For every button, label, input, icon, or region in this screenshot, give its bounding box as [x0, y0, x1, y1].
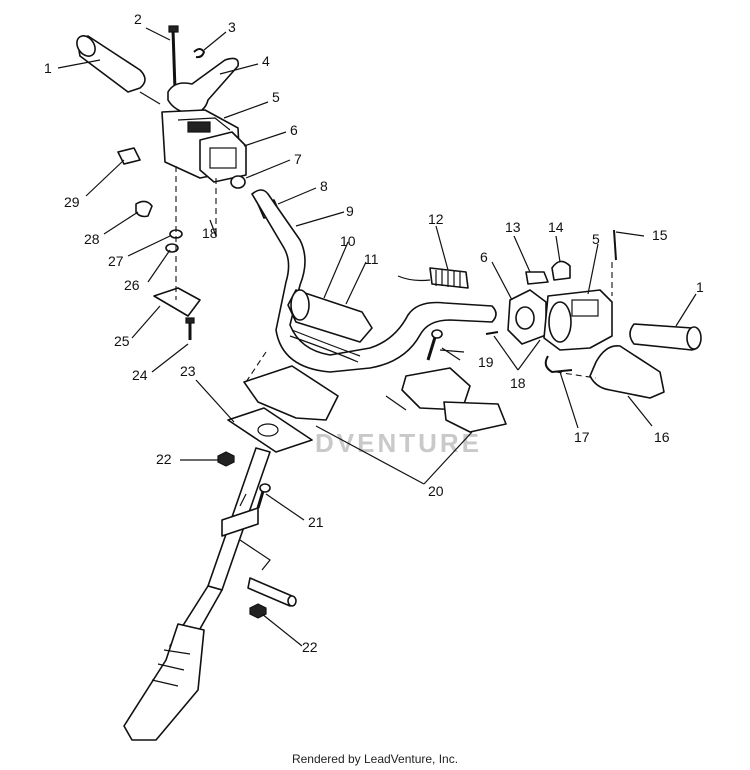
callout-25: 25: [114, 333, 130, 349]
callout-28: 28: [84, 231, 100, 247]
left-switch-6: [199, 131, 247, 183]
pad-10-11: [287, 289, 373, 363]
callout-13: 13: [505, 219, 521, 235]
bolt-2: [168, 25, 179, 91]
right-switch-6: [507, 289, 547, 345]
shaft-22: [247, 577, 297, 619]
steering-column: [123, 447, 271, 741]
right-grip: [629, 323, 702, 351]
callout-9: 9: [346, 203, 354, 219]
callout-15: 15: [652, 227, 668, 243]
callout-24: 24: [132, 367, 148, 383]
callout-21: 21: [308, 514, 324, 530]
callout-10: 10: [340, 233, 356, 249]
callout-8: 8: [320, 178, 328, 194]
callout-1-left: 1: [44, 60, 52, 76]
callout-6-right: 6: [480, 249, 488, 265]
callout-2: 2: [134, 11, 142, 27]
callout-14: 14: [548, 219, 564, 235]
footer-credit: Rendered by LeadVenture, Inc.: [291, 752, 459, 766]
callouts: 1 2 3 4 5 6 7 8 9 10 11 12 13 14 5 15 1 …: [44, 11, 704, 655]
callout-22-lower: 22: [302, 639, 318, 655]
left-small-parts: [117, 147, 201, 340]
handlebar-9: [251, 189, 497, 373]
callout-7: 7: [294, 151, 302, 167]
mount-plate-23: [227, 407, 313, 453]
pin-15: [613, 229, 617, 261]
lever-16: [589, 345, 665, 399]
callout-11: 11: [364, 251, 379, 267]
callout-5-right: 5: [592, 231, 600, 247]
callout-18-right: 18: [510, 375, 526, 391]
bolt-19: [426, 329, 443, 361]
callout-5-left: 5: [272, 89, 280, 105]
throttle-lever-4: [167, 57, 240, 115]
callout-23: 23: [180, 363, 196, 379]
callout-27: 27: [108, 253, 124, 269]
clip-17: [544, 355, 573, 374]
nut-22-upper: [217, 451, 235, 467]
callout-12: 12: [428, 211, 444, 227]
watermark-text: DVENTURE: [315, 428, 482, 458]
bolt-21: [256, 483, 271, 509]
callout-20: 20: [428, 483, 444, 499]
callout-1-right: 1: [696, 279, 704, 295]
callout-19: 19: [478, 354, 494, 370]
callout-4: 4: [262, 53, 270, 69]
guide-lines: [175, 166, 613, 571]
screw-18-right: [485, 331, 499, 335]
ring-7: [230, 175, 246, 189]
callout-18-left: 18: [202, 225, 218, 241]
part-13: [525, 271, 549, 285]
callout-26: 26: [124, 277, 140, 293]
callout-29: 29: [64, 194, 80, 210]
callout-3: 3: [228, 19, 236, 35]
callout-6-left: 6: [290, 122, 298, 138]
callout-16: 16: [654, 429, 670, 445]
callout-17: 17: [574, 429, 590, 445]
callout-22-upper: 22: [156, 451, 172, 467]
leader-lines: [57, 27, 697, 647]
right-housing-5: [543, 289, 613, 351]
coil-12: [397, 267, 469, 289]
clamps-20: [243, 365, 507, 433]
left-grip: [76, 35, 146, 93]
part-14: [551, 260, 571, 281]
clip-3: [193, 48, 206, 59]
